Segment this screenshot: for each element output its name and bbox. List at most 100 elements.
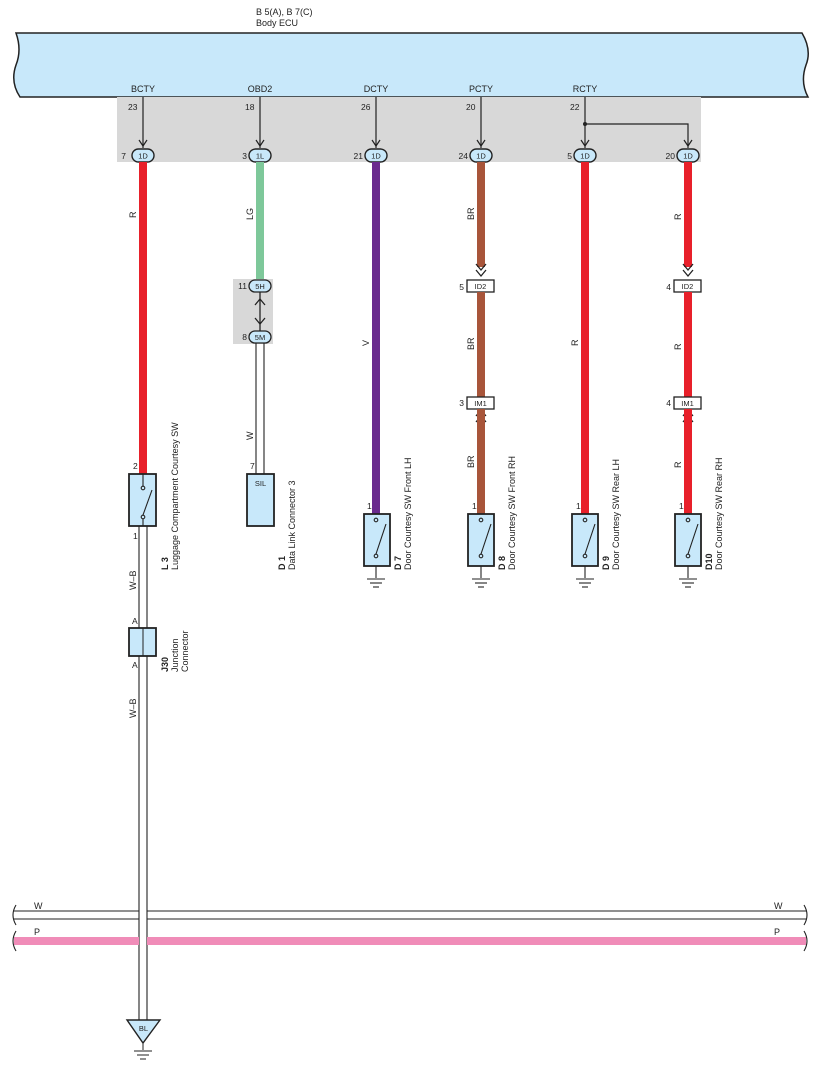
conn-name-rcty: 1D	[580, 152, 590, 161]
luggage-pin-bottom: 1	[133, 531, 138, 541]
conn-name-bcty: 1D	[138, 152, 148, 161]
d7-ref: D 7	[393, 556, 403, 570]
j30-pin-top: A	[132, 616, 138, 626]
conn-pin-rcty: 5	[567, 151, 572, 161]
luggage-switch-name: Luggage Compartment Courtesy SW	[170, 422, 180, 570]
conn-pin-bcty: 7	[121, 151, 126, 161]
wire-wb-ground	[138, 526, 148, 1020]
ecu-pin-dcty: 26	[361, 102, 371, 112]
obd-junction-bottom-pin: 8	[242, 332, 247, 342]
obd-junction-arrows	[254, 292, 266, 331]
rr-inline2-pin: 4	[666, 398, 671, 408]
rr-inline1-arrows	[682, 263, 694, 278]
d9-switch-symbol	[576, 517, 596, 588]
wire-obd2-white	[255, 343, 265, 474]
d9-name: Door Courtesy SW Rear LH	[611, 459, 621, 570]
d9-pin: 1	[576, 501, 581, 511]
wire-rr-red-3	[684, 409, 692, 514]
wire-label-rr-mid: R	[673, 343, 683, 350]
ground-icon	[134, 1043, 152, 1060]
d8-ref: D 8	[497, 556, 507, 570]
conn-pin-dcty: 21	[354, 151, 364, 161]
d7-switch-symbol	[367, 517, 387, 588]
j30-name-line1: Junction	[170, 638, 180, 672]
rr-inline2-conn: IM1	[681, 399, 694, 408]
wire-rr-red-1	[684, 162, 692, 267]
ecu-internal-lines	[138, 97, 693, 148]
ecu-pin-pcty: 20	[466, 102, 476, 112]
bus-p-line-left	[14, 937, 139, 945]
wire-bcty-red	[139, 162, 147, 474]
wire-pcty-brown-1	[477, 162, 485, 267]
terminal-label-obd2: OBD2	[248, 84, 273, 94]
wire-pcty-brown-2	[477, 292, 485, 397]
pcty-inline1-conn: ID2	[475, 282, 487, 291]
pcty-inline1-pin: 5	[459, 282, 464, 292]
j30-name-line2: Connector	[180, 630, 190, 672]
wire-label-pcty: BR	[466, 207, 476, 220]
d9-switch-body	[571, 513, 599, 567]
ecu-name-label: Body ECU	[256, 18, 298, 28]
ecu-pin-bcty: 23	[128, 102, 138, 112]
wire-rr-red-2	[684, 292, 692, 397]
d10-switch-symbol	[679, 517, 699, 588]
wire-label-bcty: R	[128, 211, 138, 218]
ecu-connector-block	[117, 97, 701, 162]
wire-label-wb-lower: W–B	[128, 698, 138, 718]
bus-w-label-left: W	[34, 901, 43, 911]
j30-ref: J30	[160, 657, 170, 672]
obd-junction-bottom-conn: 5M	[255, 333, 265, 342]
obd-junction-top-pin: 11	[238, 281, 247, 291]
wire-label-rr-low: R	[673, 461, 683, 468]
wire-label-rr: R	[673, 213, 683, 220]
conn-name-obd2: 1L	[256, 152, 264, 161]
d9-ref: D 9	[601, 556, 611, 570]
rr-inline1-pin: 4	[666, 282, 671, 292]
conn-name-rcty2: 1D	[683, 152, 693, 161]
d8-switch-symbol	[472, 517, 492, 588]
bus-w-line	[12, 904, 808, 926]
d10-name: Door Courtesy SW Rear RH	[714, 457, 724, 570]
dlc3-name: Data Link Connector 3	[287, 480, 297, 570]
wire-label-pcty-mid: BR	[466, 337, 476, 350]
wire-label-obd2: LG	[245, 208, 255, 220]
splice-dot	[583, 122, 587, 126]
obd-junction-top-conn: 5H	[255, 282, 265, 291]
dlc-pin: 7	[250, 461, 255, 471]
ground-label-bl: BL	[139, 1024, 148, 1033]
d10-pin: 1	[679, 501, 684, 511]
d8-name: Door Courtesy SW Front RH	[507, 456, 517, 570]
bus-p-label-right: P	[774, 927, 780, 937]
wire-label-obd2-lower: W	[245, 431, 255, 440]
pcty-inline2-pin: 3	[459, 398, 464, 408]
dlc3-ref: D 1	[277, 556, 287, 570]
ecu-pin-obd2: 18	[245, 102, 255, 112]
pcty-inline1-arrows	[475, 263, 487, 278]
wire-dcty-violet	[372, 162, 380, 514]
conn-name-dcty: 1D	[371, 152, 381, 161]
wire-rcty-red	[581, 162, 589, 514]
conn-pin-rcty2: 20	[666, 151, 676, 161]
wire-label-rcty: R	[570, 339, 580, 346]
wire-obd2-lg	[256, 162, 264, 279]
bus-p-line-right	[147, 937, 806, 945]
ecu-pin-rcty: 22	[570, 102, 580, 112]
bus-p-label-left: P	[34, 927, 40, 937]
wire-pcty-brown-3	[477, 409, 485, 514]
d8-pin: 1	[472, 501, 477, 511]
luggage-switch-ref: L 3	[160, 557, 170, 570]
terminal-label-dcty: DCTY	[364, 84, 389, 94]
d7-name: Door Courtesy SW Front LH	[403, 457, 413, 570]
wire-label-pcty-low: BR	[466, 455, 476, 468]
bus-p-ends	[12, 930, 808, 952]
ground-point-bl	[125, 1019, 162, 1045]
conn-pin-pcty: 24	[459, 151, 469, 161]
terminal-label-bcty: BCTY	[131, 84, 155, 94]
ecu-ref-label: B 5(A), B 7(C)	[256, 7, 313, 17]
luggage-pin-top: 2	[133, 461, 138, 471]
wire-label-dcty: V	[361, 340, 371, 346]
terminal-label-rcty: RCTY	[573, 84, 598, 94]
dlc3-connector	[246, 473, 275, 527]
rr-inline1-conn: ID2	[682, 282, 694, 291]
